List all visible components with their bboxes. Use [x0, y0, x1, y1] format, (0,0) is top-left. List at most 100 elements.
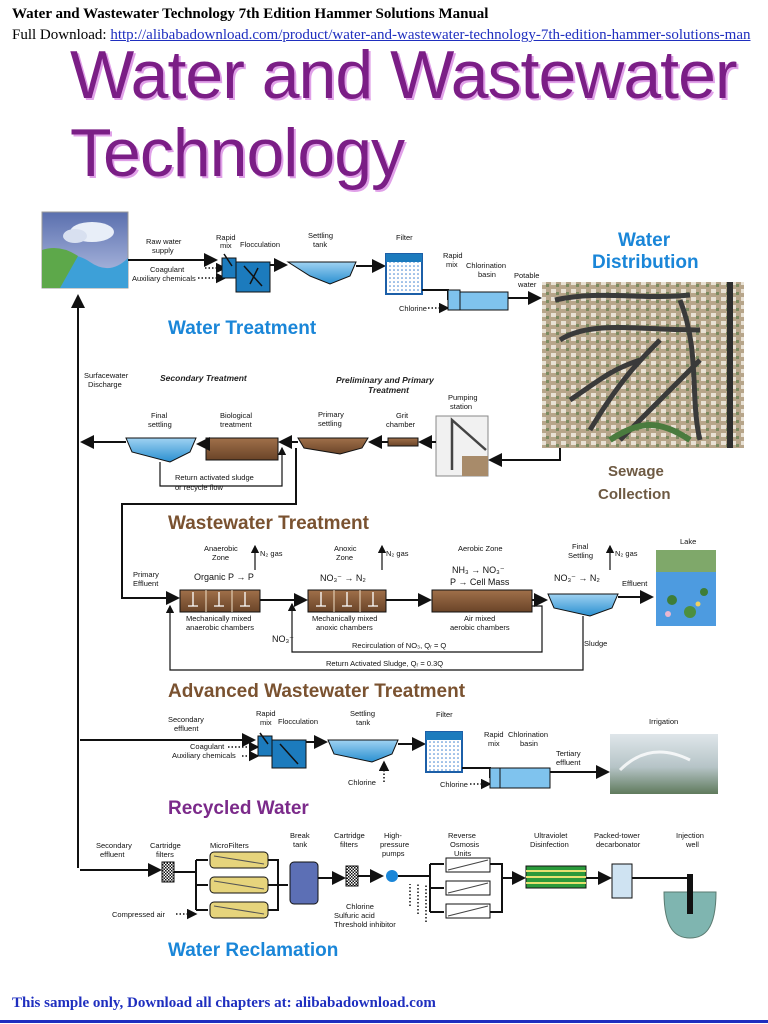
- raw-water-label: Raw water: [146, 237, 182, 246]
- raw-water-label-2: supply: [152, 246, 174, 255]
- adv-final-label: Final: [572, 542, 589, 551]
- injection-well: [663, 891, 717, 939]
- recl-cart2-label: Cartridge: [334, 831, 365, 840]
- primary-effluent-label-2: Effluent: [133, 579, 159, 588]
- sewage-heading-2: Collection: [598, 486, 671, 503]
- distribution-section: Water Distribution Sewage Collection: [488, 230, 744, 503]
- no3-n2-label: NO₃⁻ → N₂: [320, 573, 366, 583]
- pumping-label-2: station: [450, 402, 472, 411]
- rapid-mix-label-2: mix: [220, 241, 232, 250]
- potable-label: Potable: [514, 271, 539, 280]
- nh3-no3-label: NH₃ → NO₃⁻: [452, 565, 505, 575]
- final-settling-label: Final: [151, 411, 168, 420]
- water-cycle-land: [42, 248, 78, 288]
- compressed-air-label: Compressed air: [112, 910, 165, 919]
- distribution-heading-1: Water: [618, 230, 671, 251]
- organic-p-label: Organic P → P: [194, 572, 254, 582]
- ro-label: Reverse: [448, 831, 476, 840]
- anaerobic-chambers: [179, 589, 261, 613]
- cover-title-line2: Technology: [70, 115, 405, 191]
- ro-label-2: Osmosis: [450, 840, 479, 849]
- rec-floc-label: Flocculation: [278, 717, 318, 726]
- aux-chem-label: Auxiliary chemicals: [132, 274, 196, 283]
- rec-aux-label: Auxiliary chemicals: [172, 751, 236, 760]
- wastewater-section: Surfacewater Discharge Secondary Treatme…: [80, 371, 489, 605]
- rec-chlor-basin-label: Chlorination: [508, 730, 548, 739]
- settling-tank: [286, 261, 357, 285]
- recirc-label: Recirculation of NO₃, Qᵣ = Q: [352, 641, 446, 650]
- prelim-label: Preliminary and Primary: [336, 375, 435, 385]
- download-prefix: Full Download:: [12, 27, 111, 43]
- rec-chlorination-basin: [499, 767, 551, 789]
- high-pressure-pump: [386, 870, 398, 882]
- rec-sec-eff-label: Secondary: [168, 715, 204, 724]
- break-tank-label-2: tank: [293, 840, 307, 849]
- hp-pump-label-3: pumps: [382, 849, 405, 858]
- adv-final-label-2: Settling: [568, 551, 593, 560]
- settling-label: Settling: [308, 231, 333, 240]
- rec-settling-label: Settling: [350, 709, 375, 718]
- rapid-mix2-label: Rapid: [443, 251, 463, 260]
- reclamation-heading: Water Reclamation: [168, 940, 338, 961]
- ras-label: Return activated sludge: [175, 473, 254, 482]
- rapid-mix-label: Rapid: [216, 233, 236, 242]
- sludge-label: Sludge: [584, 639, 607, 648]
- packed-tower: [611, 863, 633, 899]
- footer-note: This sample only, Download all chapters …: [12, 995, 436, 1011]
- return-as-label: Return Activated Sludge, Qᵣ = 0.3Q: [326, 659, 443, 668]
- advanced-section: Anaerobic Zone Anoxic Zone Aerobic Zone …: [133, 537, 716, 702]
- wastewater-heading: Wastewater Treatment: [168, 513, 370, 534]
- mech-anoxic-label: Mechanically mixed: [312, 614, 377, 623]
- anoxic-label-2: Zone: [336, 553, 353, 562]
- recl-cart-label: Cartridge: [150, 841, 181, 850]
- uv-label: Ultraviolet: [534, 831, 568, 840]
- grit-label: Grit: [396, 411, 409, 420]
- coagulant-label: Coagulant: [150, 265, 185, 274]
- ro-label-3: Units: [454, 849, 471, 858]
- recl-cart2-label-2: filters: [340, 840, 358, 849]
- adv-effluent-label: Effluent: [622, 579, 648, 588]
- sulfuric-acid-label: Sulfuric acid: [334, 911, 375, 920]
- irrigation-label: Irrigation: [649, 717, 678, 726]
- potable-label-2: water: [517, 280, 537, 289]
- injection-well-label-2: well: [685, 840, 699, 849]
- cartridge-filter-1: [161, 861, 175, 883]
- primary-settling-tank: [297, 437, 369, 455]
- break-tank-label: Break: [290, 831, 310, 840]
- uv-label-2: Disinfection: [530, 840, 569, 849]
- rec-rapid2-label-2: mix: [488, 739, 500, 748]
- recycled-section: Secondary effluent Rapid mix Flocculatio…: [80, 709, 718, 819]
- air-mixed-label: Air mixed: [464, 614, 495, 623]
- no3-label: NO₃⁻: [272, 634, 294, 644]
- rec-settling-label-2: tank: [356, 718, 370, 727]
- download-line: Full Download: http://alibabadownload.co…: [12, 27, 751, 44]
- aerobic-label: Aerobic Zone: [458, 544, 503, 553]
- bio-label: Biological: [220, 411, 252, 420]
- hp-pump-label: High-: [384, 831, 402, 840]
- break-tank: [289, 861, 319, 905]
- pumping-label: Pumping: [448, 393, 478, 402]
- download-link[interactable]: http://alibabadownload.com/product/water…: [110, 27, 751, 43]
- final-settling-tank: [125, 437, 197, 463]
- rec-rapid-label-2: mix: [260, 718, 272, 727]
- rec-settling-tank: [327, 739, 399, 763]
- lake-label: Lake: [680, 537, 696, 546]
- anoxic-label: Anoxic: [334, 544, 357, 553]
- bio-label-2: treatment: [220, 420, 253, 429]
- document-title: Water and Wastewater Technology 7th Edit…: [12, 6, 489, 22]
- rec-rapid2-label: Rapid: [484, 730, 504, 739]
- anaerobic-label: Anaerobic: [204, 544, 238, 553]
- air-mixed-label-2: aerobic chambers: [450, 623, 510, 632]
- rec-chlor-basin-label-2: basin: [520, 739, 538, 748]
- rapid-mix2-label-2: mix: [446, 260, 458, 269]
- recl-sec-eff-label-2: effluent: [100, 850, 125, 859]
- threshold-inhibitor-label: Threshold inhibitor: [334, 920, 396, 929]
- anaerobic-label-2: Zone: [212, 553, 229, 562]
- water-treatment-section: Raw water supply Rapid mix Flocculation …: [41, 211, 542, 339]
- cover-title-line1: Water and Wastewater: [70, 37, 738, 113]
- recl-chlorine-label: Chlorine: [346, 902, 374, 911]
- settling-label-2: tank: [313, 240, 327, 249]
- adv-final-settling: [547, 593, 619, 617]
- primary-settling-label-2: settling: [318, 419, 342, 428]
